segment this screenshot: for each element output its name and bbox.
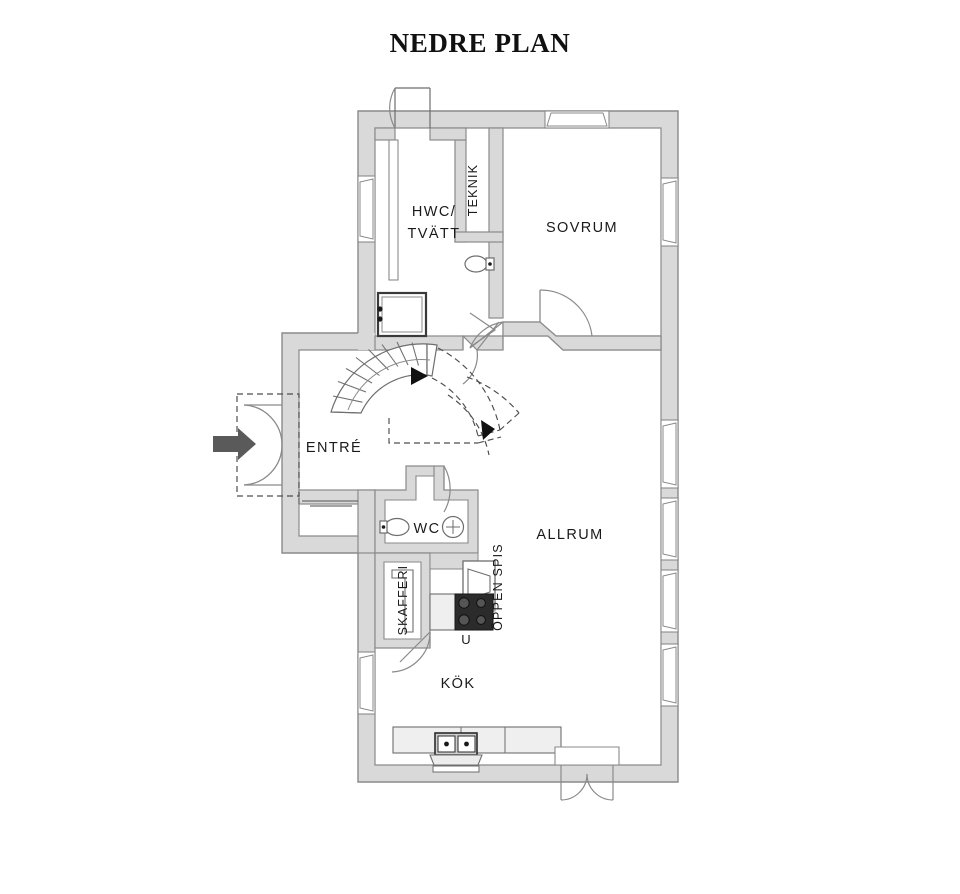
- room-label-kok: KÖK: [441, 674, 476, 692]
- room-label-oppen-spis: ÖPPEN SPIS: [491, 543, 505, 631]
- door-wc: [433, 465, 451, 513]
- fixture-staircase: [330, 341, 520, 456]
- room-label-wc: WC: [414, 521, 441, 537]
- page-title: NEDRE PLAN: [389, 28, 571, 58]
- room-label-teknik: TEKNIK: [466, 164, 480, 216]
- fixture-sink-wc: [441, 515, 465, 539]
- door-top-hwc: [389, 87, 431, 129]
- room-label-hwc-line2: TVÄTT: [408, 225, 461, 242]
- win-right-allrum-3: [660, 569, 679, 633]
- door-skafferi: [391, 631, 431, 673]
- staircase-upper-outline: [388, 347, 520, 456]
- hall-closet-line: [298, 498, 358, 507]
- door-sovrum-a: [469, 321, 504, 349]
- fixture-shower-enclosure: [376, 291, 428, 338]
- stair-direction-arrow-1: [411, 367, 428, 385]
- room-label-sovrum: SOVRUM: [546, 220, 618, 236]
- win-right-sovrum: [660, 177, 679, 247]
- win-top-sovrum: [544, 110, 610, 129]
- interior-walls-upper: [358, 127, 662, 351]
- fixture-cooktop: [429, 593, 494, 631]
- room-label-hwc-line1: HWC/: [412, 204, 456, 220]
- wc-fixtures: [379, 515, 465, 539]
- win-left-hwc: [357, 175, 376, 243]
- doors: [298, 87, 614, 801]
- door-entrance: [243, 404, 283, 486]
- room-label-allrum: ALLRUM: [536, 527, 603, 543]
- entrance-arrow-icon: [213, 428, 256, 460]
- kitchen-counter-bottom: [392, 726, 562, 773]
- fixture-toilet-hwc: [464, 255, 495, 273]
- stove-marker-label: U: [461, 632, 470, 647]
- door-sovrum-b: [539, 289, 593, 337]
- terrace-door-niche: [554, 746, 620, 766]
- hwc-fixtures: [376, 255, 495, 338]
- stair-direction-arrow-2: [481, 420, 495, 440]
- room-label-entre: ENTRÉ: [306, 439, 362, 456]
- win-right-allrum-2: [660, 497, 679, 561]
- room-label-skafferi: SKAFFERI: [396, 565, 410, 636]
- entrance-canopy-outline: [236, 393, 300, 497]
- win-right-kok: [660, 643, 679, 707]
- room-skafferi-walls: [374, 552, 479, 649]
- entrance-assembly: [213, 393, 300, 497]
- door-terrace: [560, 765, 614, 801]
- win-right-allrum-1: [660, 419, 679, 489]
- fixture-toilet-wc: [379, 517, 410, 537]
- room-labels: HWC/ TVÄTT TEKNIK SOVRUM ENTRÉ WC ALLRUM…: [306, 164, 618, 692]
- windows: [357, 110, 679, 715]
- fixture-kitchen-sink: [434, 732, 478, 756]
- win-left-kok: [357, 651, 376, 715]
